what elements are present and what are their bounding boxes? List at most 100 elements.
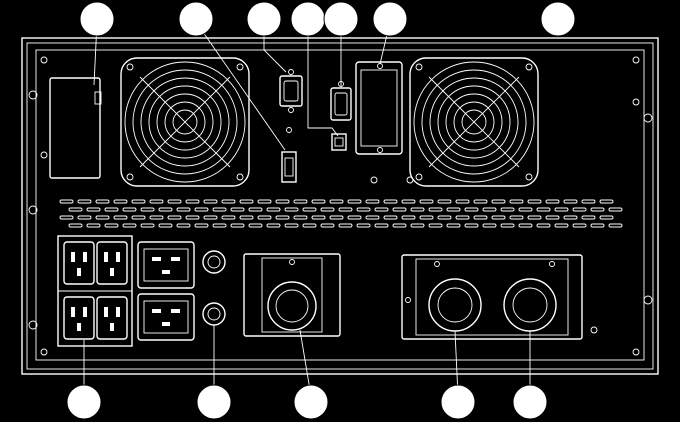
vent-slot — [158, 207, 173, 212]
chassis — [21, 37, 659, 375]
callout-b5 — [512, 384, 548, 420]
vent-slot — [446, 207, 461, 212]
callouts-bottom — [66, 384, 548, 420]
vent-slot — [464, 207, 479, 212]
ventilation-slots — [59, 199, 623, 228]
vent-slot — [257, 215, 272, 220]
vent-slot — [374, 223, 389, 228]
vent-slot — [176, 223, 191, 228]
vent-slot — [302, 207, 317, 212]
vent-slot — [320, 207, 335, 212]
callout-t6 — [372, 1, 408, 37]
rs232-port — [279, 69, 303, 113]
vent-slot — [68, 207, 83, 212]
vent-slot — [59, 215, 74, 220]
vent-slot — [410, 207, 425, 212]
db9-port — [330, 81, 352, 121]
vent-slot — [122, 207, 137, 212]
vent-slot — [167, 215, 182, 220]
vent-slot — [563, 199, 578, 204]
vent-slot — [302, 223, 317, 228]
vent-slot — [581, 215, 596, 220]
vent-slot — [230, 223, 245, 228]
vent-slot — [392, 207, 407, 212]
callout-t1 — [79, 1, 115, 37]
vent-slot — [158, 223, 173, 228]
vent-slot — [527, 199, 542, 204]
vent-slot — [392, 223, 407, 228]
callout-t5 — [323, 1, 359, 37]
vent-slot — [77, 215, 92, 220]
callout-b2 — [196, 384, 232, 420]
smart-slot — [355, 61, 414, 184]
vent-slot — [608, 207, 623, 212]
vent-slot — [410, 223, 425, 228]
callout-b1 — [66, 384, 102, 420]
vent-slot — [131, 215, 146, 220]
vent-slot — [176, 207, 191, 212]
vent-slot — [95, 215, 110, 220]
vent-slot — [509, 215, 524, 220]
vent-slot — [329, 199, 344, 204]
vent-slot — [545, 199, 560, 204]
vent-slot — [230, 207, 245, 212]
callout-b4 — [440, 384, 476, 420]
vent-slot — [77, 199, 92, 204]
callouts-top — [79, 1, 576, 37]
vent-slot — [113, 199, 128, 204]
vent-slot — [536, 223, 551, 228]
vent-slot — [356, 207, 371, 212]
vent-slot — [86, 207, 101, 212]
vent-slot — [239, 199, 254, 204]
vent-slot — [131, 199, 146, 204]
vent-slot — [311, 199, 326, 204]
vent-slot — [482, 207, 497, 212]
vent-slot — [437, 199, 452, 204]
vent-slot — [554, 223, 569, 228]
vent-slot — [428, 223, 443, 228]
vent-slot — [419, 215, 434, 220]
extended-battery-cover — [40, 77, 102, 179]
vent-slot — [266, 223, 281, 228]
vent-slot — [365, 215, 380, 220]
vent-slot — [401, 215, 416, 220]
vent-slot — [284, 223, 299, 228]
vent-slot — [275, 215, 290, 220]
vent-slot — [563, 215, 578, 220]
vent-slot — [185, 215, 200, 220]
vent-slot — [95, 199, 110, 204]
vent-slot — [428, 207, 443, 212]
callout-t2 — [178, 1, 214, 37]
vent-slot — [356, 223, 371, 228]
callout-t3 — [246, 1, 282, 37]
vent-slot — [599, 199, 614, 204]
vent-slot — [311, 215, 326, 220]
vent-slot — [275, 199, 290, 204]
vent-slot — [293, 199, 308, 204]
vent-slot — [104, 223, 119, 228]
vent-slot — [149, 215, 164, 220]
vent-slot — [221, 199, 236, 204]
epo-port — [281, 127, 297, 183]
vent-slot — [239, 215, 254, 220]
cooling-fan-left — [120, 57, 250, 187]
c13-outlets — [57, 235, 133, 347]
callout-b3 — [293, 384, 329, 420]
vent-slot — [284, 207, 299, 212]
vent-slot — [140, 207, 155, 212]
callout-t7 — [540, 1, 576, 37]
vent-slot — [446, 223, 461, 228]
vent-slot — [104, 207, 119, 212]
vent-slot — [194, 207, 209, 212]
vent-slot — [419, 199, 434, 204]
cooling-fan-right — [409, 57, 539, 187]
vent-slot — [59, 199, 74, 204]
vent-slot — [500, 223, 515, 228]
vent-slot — [221, 215, 236, 220]
vent-slot — [554, 207, 569, 212]
vent-slot — [509, 199, 524, 204]
vent-slot — [212, 207, 227, 212]
vent-slot — [167, 199, 182, 204]
